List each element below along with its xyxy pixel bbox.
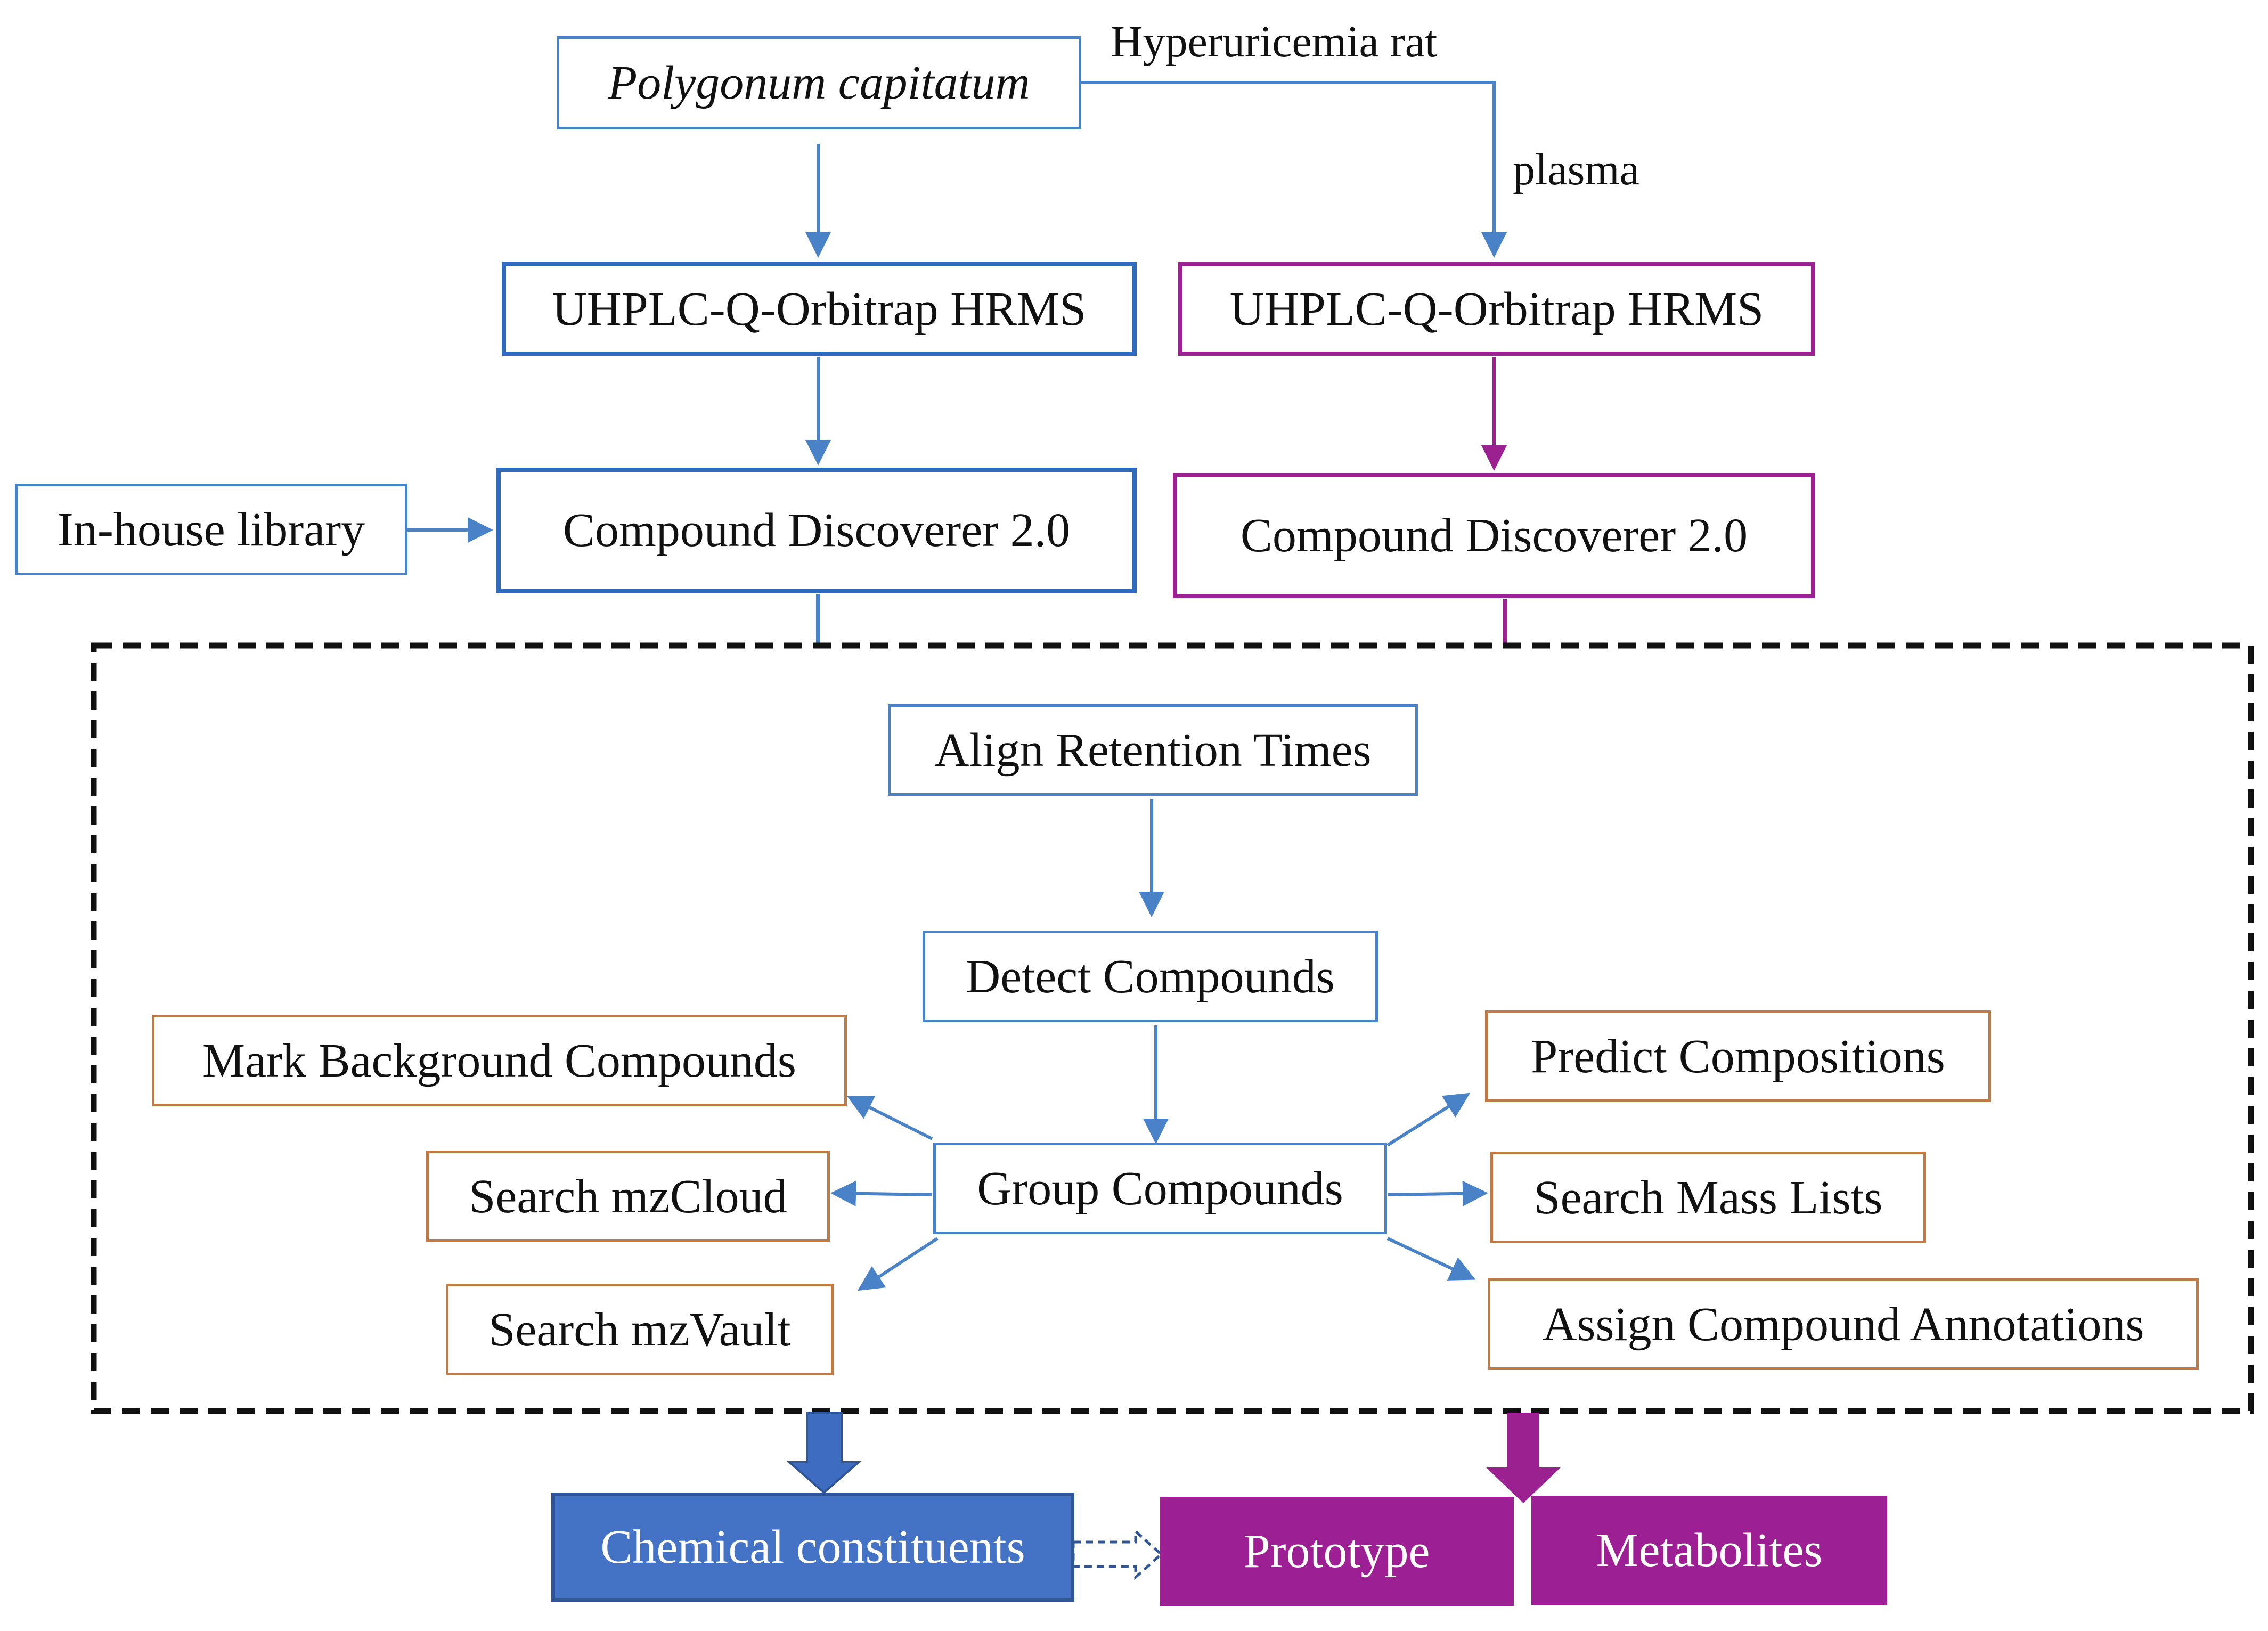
search-mass-lists-label: Search Mass Lists [1533,1171,1883,1224]
mark-background-label: Mark Background Compounds [202,1034,796,1087]
predict-compositions-label: Predict Compositions [1531,1030,1945,1083]
arrow-group-to-annotations [1386,1237,1476,1281]
sample-type-label: plasma [1513,145,1639,194]
arrow-group-to-mzcloud [830,1180,933,1206]
detect-compounds-label: Detect Compounds [966,950,1335,1003]
right-instrument-box: UHPLC-Q-Orbitrap HRMS [1178,262,1815,356]
group-compounds-box: Group Compounds [933,1143,1387,1234]
right-software-box: Compound Discoverer 2.0 [1173,473,1815,598]
search-mass-lists-box: Search Mass Lists [1490,1152,1926,1243]
align-retention-label: Align Retention Times [934,723,1372,777]
library-box: In-house library [15,484,407,575]
source-plant-box: Polygonum capitatum [557,36,1081,129]
arrow-source-to-right-instrument [1081,81,1507,258]
arrow-group-to-mark-background [846,1096,933,1140]
left-instrument-label: UHPLC-Q-Orbitrap HRMS [552,282,1087,336]
assign-annotations-label: Assign Compound Annotations [1542,1298,2144,1351]
prototype-label: Prototype [1243,1525,1430,1578]
detect-compounds-box: Detect Compounds [923,931,1378,1022]
group-compounds-label: Group Compounds [977,1162,1343,1215]
right-instrument-label: UHPLC-Q-Orbitrap HRMS [1229,282,1764,336]
chemical-constituents-box: Chemical constituents [551,1493,1074,1602]
search-mzcloud-box: Search mzCloud [426,1151,830,1242]
arrow-group-to-predict [1386,1092,1471,1147]
block-arrow-to-metabolites [1486,1413,1561,1503]
source-plant-label: Polygonum capitatum [608,56,1030,109]
chemical-constituents-label: Chemical constituents [600,1521,1025,1573]
search-mzvault-label: Search mzVault [488,1303,791,1356]
search-mzvault-box: Search mzVault [446,1284,834,1375]
align-retention-box: Align Retention Times [888,704,1418,796]
dashed-arrow-chemical-to-prototype [1072,1528,1163,1580]
block-arrow-to-chemical [786,1412,862,1494]
animal-model-label: Hyperuricemia rat [1111,17,1438,67]
arrow-group-to-mass-lists [1387,1180,1488,1206]
predict-compositions-box: Predict Compositions [1485,1010,1991,1102]
assign-annotations-box: Assign Compound Annotations [1488,1278,2199,1370]
mark-background-box: Mark Background Compounds [152,1015,847,1106]
library-label: In-house library [57,503,365,556]
search-mzcloud-label: Search mzCloud [469,1170,787,1223]
left-software-box: Compound Discoverer 2.0 [496,468,1137,593]
workflow-dashed-region [91,642,2254,1414]
metabolites-box: Metabolites [1531,1496,1887,1605]
left-software-label: Compound Discoverer 2.0 [562,504,1071,557]
metabolites-label: Metabolites [1596,1524,1823,1577]
prototype-box: Prototype [1160,1497,1514,1606]
right-software-label: Compound Discoverer 2.0 [1240,509,1748,562]
arrow-group-to-mzvault [857,1237,939,1291]
left-instrument-box: UHPLC-Q-Orbitrap HRMS [502,262,1137,356]
